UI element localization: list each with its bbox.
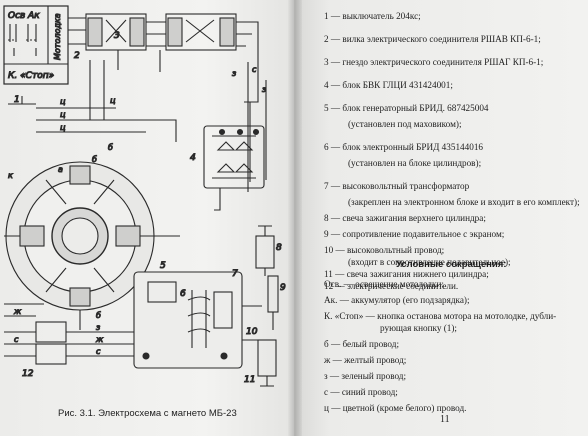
legend-item: 10 — высоковольтный провод; — [324, 245, 445, 255]
wire-letter: ц — [110, 96, 116, 105]
legend-item-cont: (закреплен на электронном блоке и входит… — [348, 197, 580, 207]
legend-item: 5 — блок генераторный БРИД. 687425004 — [324, 103, 489, 113]
legend-item: 6 — блок электронный БРИД 435144016 — [324, 142, 484, 152]
motolodka-box: Осв Ак К. «Стоп» Мотолодка — [3, 5, 69, 85]
motolodka-label: Мотолодка — [53, 13, 62, 60]
callout-11: 11 — [244, 375, 255, 385]
callout-2: 2 — [74, 51, 80, 61]
legend-item: 12 — электрические соединители. — [324, 281, 459, 291]
wire-letter: з — [262, 85, 266, 94]
book-gutter — [288, 0, 302, 436]
wire-letter: ц — [60, 110, 66, 119]
wire-letters: ц ц ц б б к з з с ж с а б з ж с ц — [7, 64, 266, 356]
wire-letter: б — [92, 155, 97, 164]
figure-caption: Рис. 3.1. Электросхема с магнето МБ-23 — [58, 408, 237, 419]
connector-blocks — [68, 13, 259, 62]
wire-letter: б — [96, 311, 101, 320]
callout-4: 4 — [190, 153, 196, 163]
k-stop-label: К. «Стоп» — [8, 71, 54, 81]
abbreviation-item: с — синий провод; — [324, 387, 398, 397]
spark-plug-assembly — [255, 225, 279, 387]
callout-10: 10 — [246, 327, 258, 337]
page-number: 11 — [440, 414, 450, 425]
abbreviation-item: Ак. — аккумулятор (его подзарядка); — [324, 295, 470, 305]
legend-item: 2 — вилка электрического соединителя РША… — [324, 34, 541, 44]
abbreviations-title: Условные сокращения: — [396, 259, 507, 270]
legend-item: 7 — высоковольтный трансформатор — [324, 181, 470, 191]
wire-letter: с — [14, 335, 19, 344]
callout-3: 3 — [114, 31, 120, 41]
callout-9: 9 — [280, 283, 286, 293]
legend-item: 9 — сопротивление подавительное с экрано… — [324, 229, 505, 239]
wire-bundle — [8, 50, 267, 192]
wire-letter: к — [8, 171, 13, 180]
legend-item-cont: (входит в сопротивление подавительное); — [348, 257, 511, 267]
osv-label: Осв — [8, 11, 25, 21]
callout-12: 12 — [22, 369, 34, 379]
wire-letter: ц — [60, 123, 66, 132]
wire-letter: ц — [60, 97, 66, 106]
wire-letter: а — [58, 165, 63, 174]
bvk-block-4 — [203, 125, 265, 211]
abbreviation-item: Осв. — освещение мотолодки; — [324, 279, 444, 289]
callout-8: 8 — [276, 243, 282, 253]
callout-5: 5 — [160, 261, 166, 271]
legend-item: 11 — свеча зажигания нижнего цилиндра; — [324, 269, 489, 279]
abbreviation-item: з — зеленый провод; — [324, 371, 407, 381]
electronic-block-6 — [133, 271, 262, 369]
abbreviation-item-cont: рующая кнопку (1); — [380, 323, 457, 333]
legend-item-cont: (установлен под маховиком); — [348, 119, 462, 129]
magneto-generator-5 — [4, 161, 180, 330]
wire-letter: з — [96, 323, 100, 332]
legend-item: 4 — блок БВК ГЛЦИ 431424001; — [324, 80, 453, 90]
wire-letter: ж — [13, 307, 22, 316]
connectors-12 — [4, 303, 134, 365]
abbreviation-item: б — белый провод; — [324, 339, 399, 349]
abbreviation-item: ц — цветной (кроме белого) провод. — [324, 403, 467, 413]
callout-numbers: 2 3 1 4 5 6 7 8 9 10 11 12 — [13, 30, 286, 385]
callout-1: 1 — [14, 95, 20, 105]
legend-item: 8 — свеча зажигания верхнего цилиндра; — [324, 213, 486, 223]
legend-item: 1 — выключатель 204кс; — [324, 11, 421, 21]
wire-letter: с — [96, 347, 101, 356]
right-page — [294, 0, 588, 436]
wiring-schematic: Осв Ак К. «Стоп» Мотолодка — [3, 5, 287, 387]
abbreviation-item: К. «Стоп» — кнопка останова мотора на мо… — [324, 311, 557, 321]
wire-letter: з — [232, 69, 236, 78]
callout-7: 7 — [232, 269, 238, 279]
wire-letter: б — [108, 143, 113, 152]
abbreviation-item: ж — желтый провод; — [324, 355, 407, 365]
ak-label: Ак — [27, 11, 40, 21]
legend-item-cont: (установлен на блоке цилиндров); — [348, 158, 482, 168]
wire-letter: с — [252, 65, 257, 74]
legend-item: 3 — гнездо электрического соединителя РШ… — [324, 57, 544, 67]
wire-letter: ж — [95, 335, 104, 344]
callout-6: 6 — [180, 289, 186, 299]
